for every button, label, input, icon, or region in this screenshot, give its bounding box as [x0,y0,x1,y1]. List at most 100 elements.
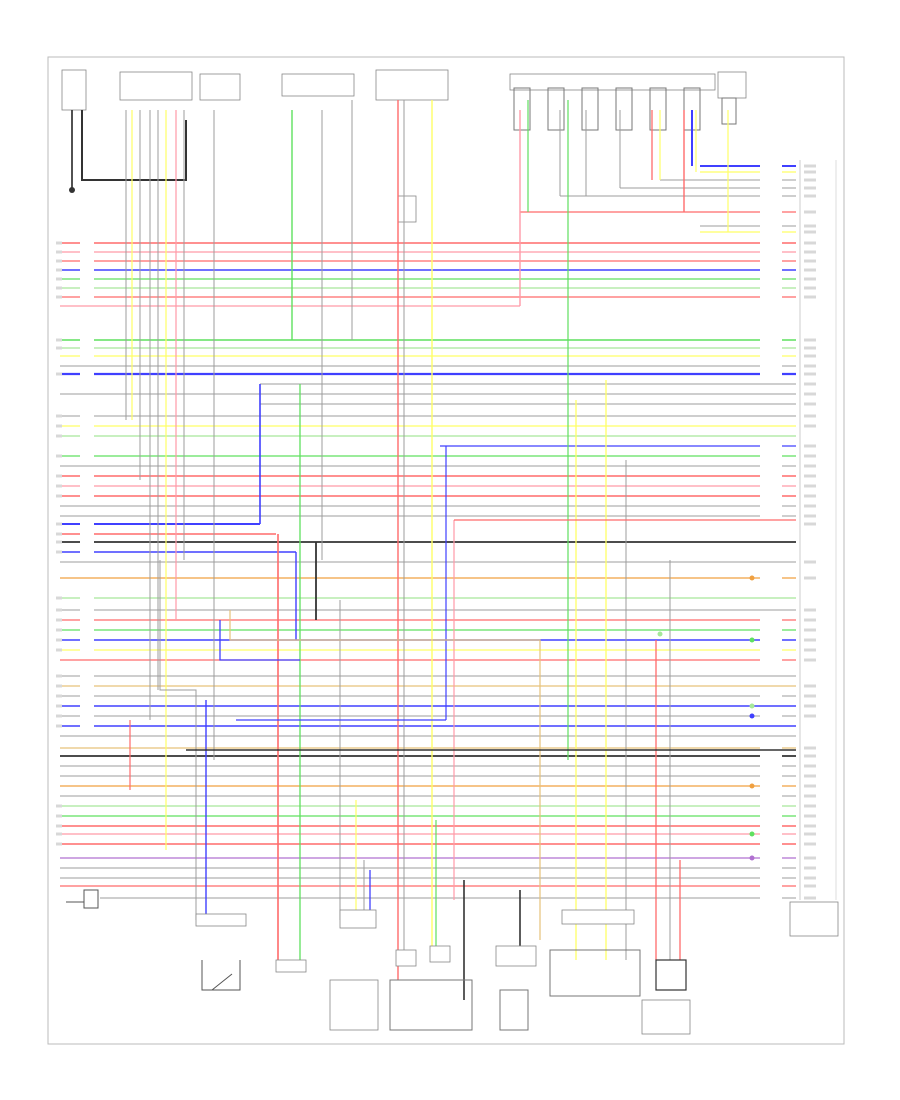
pin-num-right-2 [804,178,816,182]
pin-num-right-14 [804,295,816,299]
pin-num-right-41 [804,658,816,662]
pin-marker-right-21 [760,454,782,458]
pin-marker-left-16 [80,484,94,488]
pin-num-right-24 [804,424,816,428]
pin-marker-left-1 [80,250,94,254]
pin-marker-right-39 [760,774,782,778]
pin-marker-right-37 [760,754,782,758]
pin-marker-right-30 [760,628,782,632]
pin-num-left-8 [56,346,62,350]
pin-marker-left-13 [80,434,94,438]
pin-num-right-1 [804,170,816,174]
pin-num-right-17 [804,354,816,358]
pin-marker-left-25 [80,628,94,632]
pin-num-right-48 [804,764,816,768]
pin-num-right-6 [804,224,816,228]
pin-marker-left-21 [80,550,94,554]
pin-num-right-50 [804,784,816,788]
pin-num-right-27 [804,464,816,468]
pin-marker-left-30 [80,694,94,698]
pin-marker-right-24 [760,484,782,488]
pin-num-right-45 [804,714,816,718]
pin-marker-right-40 [760,784,782,788]
pin-marker-right-47 [760,856,782,860]
pin-marker-left-3 [80,268,94,272]
pin-marker-right-42 [760,804,782,808]
pin-num-right-46 [804,746,816,750]
pin-marker-right-7 [760,230,782,234]
pin-marker-right-5 [760,210,782,214]
pin-num-left-20 [56,550,62,554]
pin-marker-left-15 [80,474,94,478]
pin-num-right-11 [804,268,816,272]
pin-num-left-24 [56,628,62,632]
pin-num-left-36 [56,832,62,836]
pin-marker-left-7 [80,338,94,342]
ground-harness [81,110,187,181]
pin-num-left-13 [56,454,62,458]
pin-marker-left-5 [80,286,94,290]
pin-marker-right-51 [760,896,782,900]
pin-marker-left-14 [80,454,94,458]
connector-dot-6 [749,855,755,861]
pin-marker-right-25 [760,494,782,498]
pin-num-right-51 [804,794,816,798]
pin-num-left-5 [56,286,62,290]
pin-marker-right-16 [760,346,782,350]
pin-num-left-0 [56,241,62,245]
connector-dot-4 [749,783,755,789]
connector-dot-0 [749,575,755,581]
pin-num-left-29 [56,694,62,698]
pin-marker-right-46 [760,842,782,846]
pin-marker-left-22 [80,596,94,600]
connector-dot-5 [749,831,755,837]
pin-marker-right-14 [760,295,782,299]
pin-num-right-33 [804,522,816,526]
pin-num-left-32 [56,724,62,728]
pin-num-left-18 [56,532,62,536]
wire-route-3 [229,610,541,940]
pin-marker-right-18 [760,364,782,368]
pin-num-right-39 [804,638,816,642]
pin-marker-left-26 [80,638,94,642]
pin-marker-right-41 [760,794,782,798]
pin-marker-right-28 [760,576,782,580]
pin-marker-left-2 [80,259,94,263]
pin-num-right-49 [804,774,816,778]
pin-num-left-2 [56,259,62,263]
pin-marker-right-33 [760,658,782,662]
pin-num-right-54 [804,824,816,828]
pin-marker-left-12 [80,424,94,428]
pin-marker-left-29 [80,684,94,688]
connector-dot-3 [749,713,755,719]
pin-marker-left-19 [80,532,94,536]
pin-num-right-13 [804,286,816,290]
pin-marker-right-11 [760,268,782,272]
pin-marker-left-32 [80,714,94,718]
pin-num-left-16 [56,494,62,498]
pin-num-left-15 [56,484,62,488]
pin-num-right-19 [804,372,816,376]
pin-num-left-9 [56,372,62,376]
pin-marker-right-49 [760,876,782,880]
pin-num-right-38 [804,628,816,632]
pin-marker-left-17 [80,494,94,498]
pin-num-left-31 [56,714,62,718]
pin-num-right-18 [804,364,816,368]
pin-num-right-26 [804,454,816,458]
vertical-wires [71,100,796,1000]
wire-route-2 [219,620,300,661]
pin-marker-left-10 [80,372,94,376]
connector-dot-2 [749,703,755,709]
pin-num-right-52 [804,804,816,808]
pin-num-left-11 [56,424,62,428]
pin-marker-right-32 [760,648,782,652]
pin-marker-left-20 [80,540,94,544]
pin-marker-right-34 [760,694,782,698]
pin-marker-right-44 [760,824,782,828]
pin-num-left-17 [56,522,62,526]
pin-num-right-32 [804,514,816,518]
pin-marker-right-2 [760,178,782,182]
pin-num-left-28 [56,684,62,688]
pin-num-right-60 [804,884,816,888]
